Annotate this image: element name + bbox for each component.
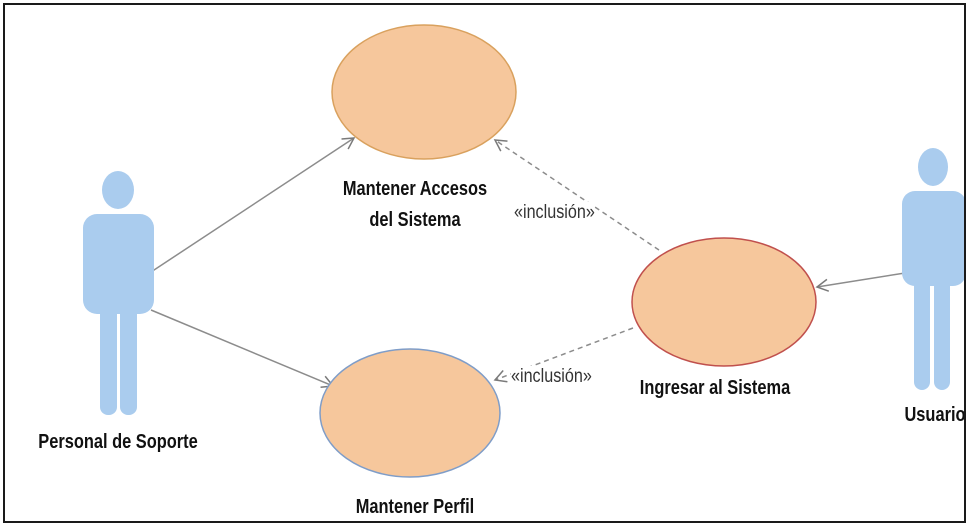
association-support-accesses [150, 137, 356, 273]
usecase-accesses-label-line2: del Sistema [369, 209, 461, 231]
actor-user-label: Usuario [904, 404, 966, 426]
diagram-svg [83, 24, 966, 478]
usecase-profile-ellipse[interactable] [319, 348, 501, 478]
usecase-login-label: Ingresar al Sistema [639, 377, 791, 399]
actor-support-label: Personal de Soporte [38, 431, 198, 453]
usecase-accesses-ellipse[interactable] [331, 24, 517, 160]
actor-support-figure-icon[interactable] [83, 171, 154, 415]
include-label-profile: «inclusión» [511, 366, 592, 388]
usecase-accesses-label-line1: Mantener Accesos [342, 178, 488, 200]
association-user-login [815, 272, 906, 292]
include-login-accesses [493, 139, 660, 251]
usecase-profile-label: Mantener Perfil [355, 496, 475, 518]
association-support-profile [150, 309, 335, 389]
include-label-accesses: «inclusión» [514, 202, 595, 224]
usecase-login-ellipse[interactable] [631, 237, 817, 367]
include-login-profile [493, 327, 634, 383]
diagram-canvas: «inclusión» «inclusión» Mantener Accesos… [3, 3, 966, 523]
actor-user-figure-icon[interactable] [902, 148, 966, 390]
